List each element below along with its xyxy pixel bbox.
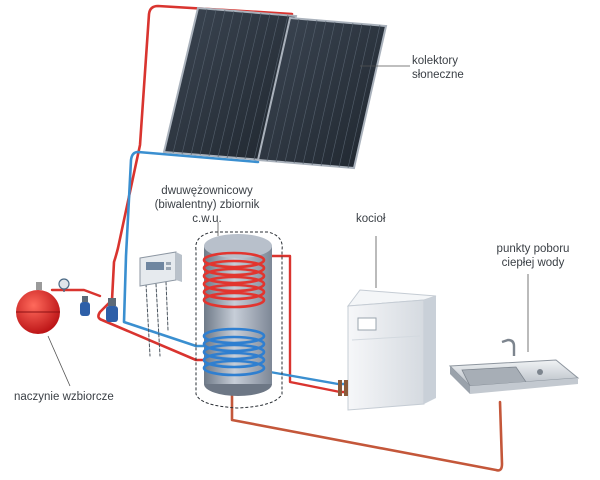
hot-supply-pipe	[97, 4, 294, 362]
expansion-pipe	[50, 288, 102, 298]
pipework	[50, 4, 504, 472]
sink-with-tap	[448, 274, 580, 394]
solar-panel-right	[256, 16, 388, 170]
taps-label-line2: ciepłej wody	[501, 257, 565, 269]
taps-label-line1: punkty poboru	[496, 243, 570, 255]
tank-label: dwuwężownicowy (biwalentny) zbiornik c.w…	[142, 184, 272, 226]
expansion-vessel	[16, 282, 60, 334]
pump-icon	[106, 298, 118, 322]
collectors-label-line1: kolektory	[412, 55, 459, 67]
tank-label-line1: dwuwężownicowy	[161, 185, 253, 197]
bivalent-tank	[195, 222, 283, 409]
vessel-pointer	[47, 335, 71, 387]
collectors-label-line2: słoneczne	[412, 69, 464, 81]
solar-panel-left	[162, 6, 298, 162]
solar-collectors	[162, 6, 410, 170]
vessel-label: naczynie wzbiorcze	[14, 390, 114, 404]
controller-leads	[145, 281, 169, 357]
collectors-label: kolektory słoneczne	[412, 54, 464, 82]
cold-return-pipe	[122, 150, 260, 348]
boiler-valve-icon	[338, 380, 348, 396]
tap-icon	[501, 338, 516, 356]
taps-label: punkty poboru ciepłej wody	[488, 242, 578, 270]
pressure-gauge-icon	[58, 278, 70, 292]
boiler-label-text: kocioł	[356, 213, 386, 225]
tank-label-line2: (biwalentny) zbiornik	[154, 199, 260, 211]
vessel-label-text: naczynie wzbiorcze	[14, 391, 114, 403]
solar-controller	[139, 251, 182, 287]
tank-dashed-outline	[195, 231, 283, 409]
safety-valve-icon	[80, 296, 90, 316]
upper-coil	[202, 251, 266, 309]
hot-water-pipe	[230, 390, 504, 472]
tank-label-line3: c.w.u.	[192, 213, 222, 225]
boiler-supply-pipe	[268, 254, 352, 394]
boiler-label: kocioł	[356, 212, 385, 226]
lower-coil	[202, 327, 266, 377]
gas-boiler	[346, 236, 437, 411]
